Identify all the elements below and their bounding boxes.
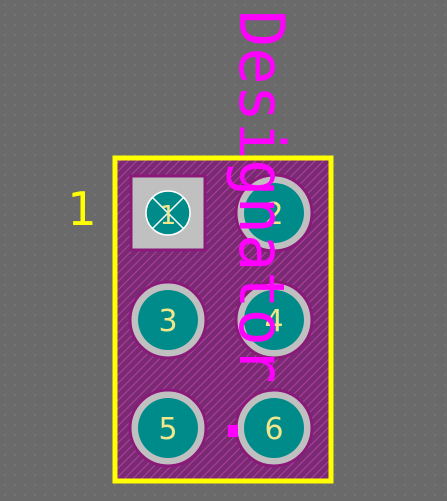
drill-hole bbox=[244, 183, 304, 243]
drill-hole bbox=[138, 290, 198, 350]
pad-4[interactable]: 4 bbox=[234, 280, 314, 360]
pad-number-label: 2 bbox=[264, 197, 283, 232]
pad-number-label: 6 bbox=[264, 412, 283, 447]
crosshair-line-icon bbox=[151, 196, 185, 230]
pad-number-label: 4 bbox=[264, 304, 283, 339]
crosshair-icon bbox=[145, 190, 191, 236]
pad-6[interactable]: 6 bbox=[234, 388, 314, 468]
pad-2[interactable]: 2 bbox=[234, 173, 314, 253]
drill-hole bbox=[244, 398, 304, 458]
pad-number-label: 1 bbox=[160, 201, 177, 231]
pad-number-label: 5 bbox=[158, 412, 177, 447]
pin1-label: 1 bbox=[67, 182, 96, 236]
pad-3[interactable]: 3 bbox=[128, 280, 208, 360]
designator-label[interactable]: Designator bbox=[225, 10, 298, 383]
drill-hole bbox=[138, 398, 198, 458]
origin-marker bbox=[228, 425, 238, 437]
pad-1[interactable]: 1 bbox=[129, 174, 207, 252]
drill-hole bbox=[244, 290, 304, 350]
pad-number-label: 3 bbox=[158, 304, 177, 339]
pad-array: 1 2 3 4 5 6 bbox=[128, 173, 314, 468]
silkscreen-outline[interactable] bbox=[112, 155, 334, 484]
pad-5[interactable]: 5 bbox=[128, 388, 208, 468]
